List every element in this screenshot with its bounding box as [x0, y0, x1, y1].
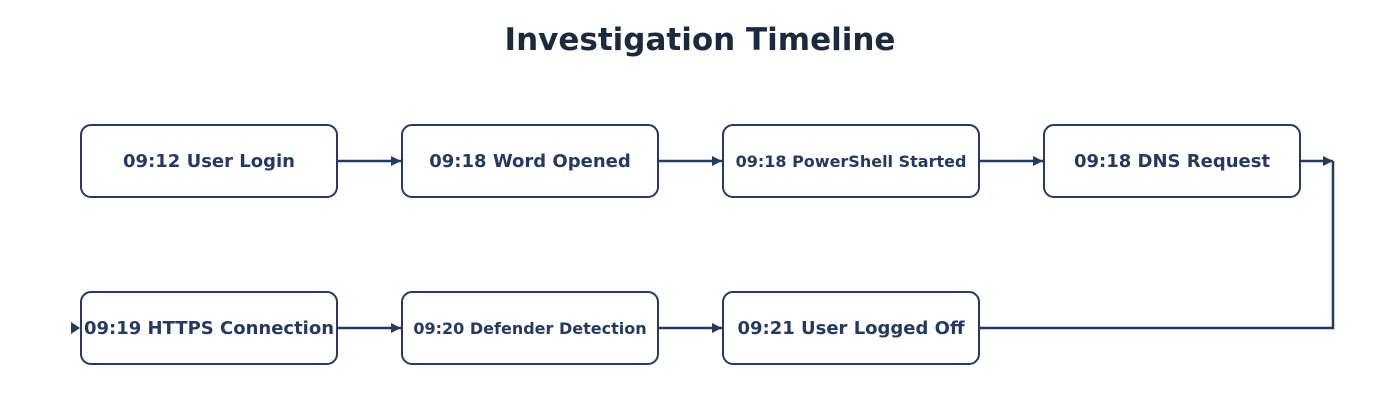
- diagram-title: Investigation Timeline: [504, 22, 896, 58]
- event-node-powershell-started: 09:18 PowerShell Started: [722, 124, 980, 198]
- wrap-connector: [980, 161, 1335, 330]
- event-node-defender-detection: 09:20 Defender Detection: [401, 291, 659, 365]
- event-node-dns-request: 09:18 DNS Request: [1043, 124, 1301, 198]
- event-node-user-logged-off: 09:21 User Logged Off: [722, 291, 980, 365]
- event-node-user-login: 09:12 User Login: [80, 124, 338, 198]
- event-node-https-connection: 09:19 HTTPS Connection: [80, 291, 338, 365]
- event-node-word-opened: 09:18 Word Opened: [401, 124, 659, 198]
- row2-entry-arrow: [71, 322, 80, 334]
